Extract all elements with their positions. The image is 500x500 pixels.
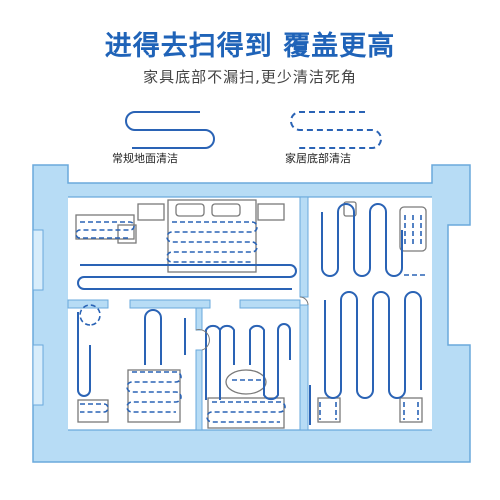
bed-outline xyxy=(167,199,257,273)
headline: 进得去扫得到 覆盖更高 xyxy=(104,31,396,62)
kitchen-counter-outline xyxy=(127,369,181,423)
furniture xyxy=(75,199,427,429)
outer-walls xyxy=(32,164,471,463)
door-marks xyxy=(195,296,309,351)
bathtub-outline xyxy=(399,206,427,252)
legend-normal-cleaning-label: 常规地面清洁 xyxy=(112,152,178,165)
legend-under-furniture-cleaning-label: 家居底部清洁 xyxy=(285,152,351,165)
under-furniture-cleaning-paths xyxy=(75,215,426,423)
interior-walls xyxy=(67,196,309,431)
dashed-serpentine-path-icon xyxy=(290,111,382,149)
solid-serpentine-path-icon xyxy=(125,111,215,149)
subline: 家具底部不漏扫,更少清洁死角 xyxy=(143,68,357,86)
small-table-outline xyxy=(77,399,109,423)
round-table-outline xyxy=(225,369,267,395)
normal-cleaning-paths xyxy=(77,203,422,425)
